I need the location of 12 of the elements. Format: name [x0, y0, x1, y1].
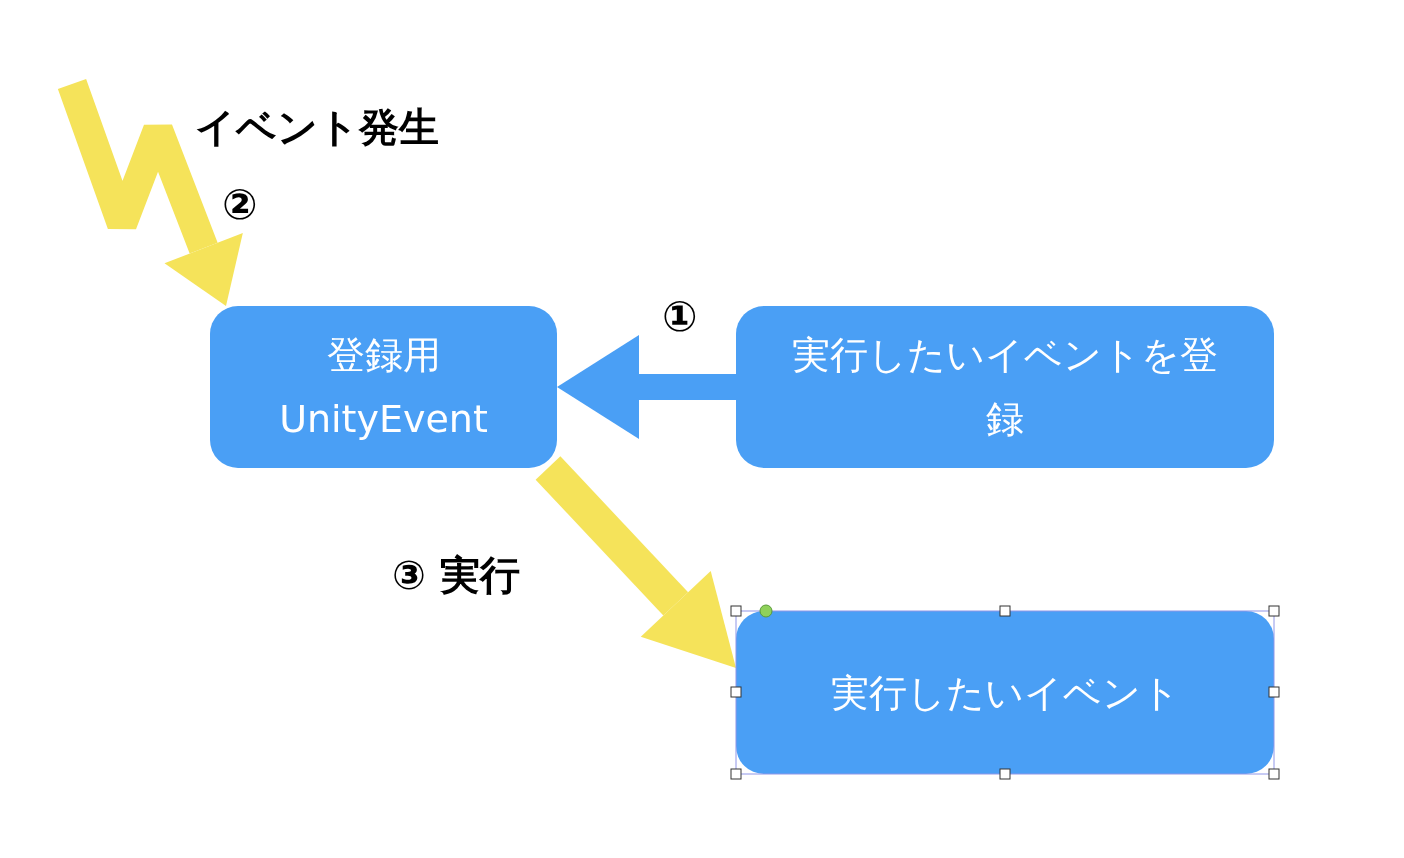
- process-box: [210, 306, 557, 468]
- process-box: [736, 306, 1274, 468]
- edge-label: ③ 実行: [392, 551, 520, 600]
- box-text: 実行したいイベント: [830, 669, 1180, 717]
- lightning-arrow: [57, 78, 243, 306]
- box-text: 登録用UnityEvent: [278, 332, 489, 443]
- edge-label: ①: [662, 292, 698, 341]
- event-label: イベント発生: [195, 103, 439, 152]
- edge-label: ②: [222, 180, 258, 229]
- box-text: 実行したいイベントを登録: [791, 332, 1219, 443]
- arrow: [557, 335, 736, 439]
- arrow: [535, 456, 736, 668]
